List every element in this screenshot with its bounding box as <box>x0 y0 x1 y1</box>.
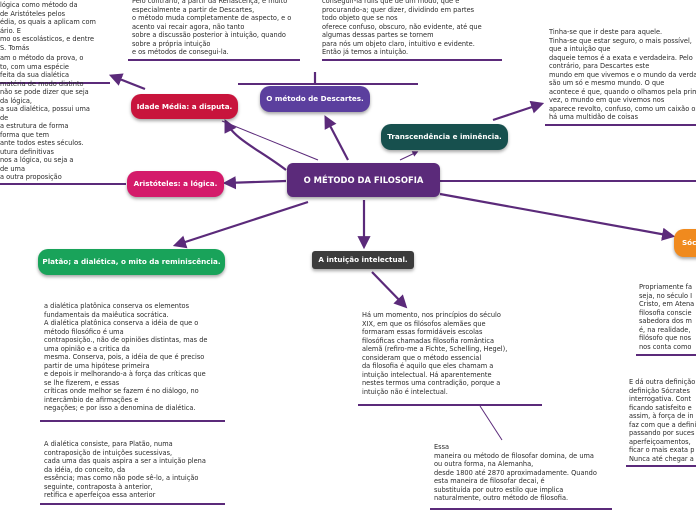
intuicao-text-2: Essa maneira ou método de filosofar domi… <box>434 443 597 502</box>
intuicao-node[interactable]: A intuição intelectual. <box>312 251 414 269</box>
central-topic-title: O MÉTODO DA FILOSOFIA <box>303 175 424 185</box>
edge-idade-text <box>108 73 146 91</box>
edge-central-platao <box>172 200 309 249</box>
descartes-text: Pelo contrário, a partir da Renascença, … <box>132 0 292 56</box>
right-top-text: Tinha-se que ir deste para aquele. Tinha… <box>549 28 696 121</box>
aristoteles-text: am o método da prova, o to, com uma espé… <box>0 54 90 181</box>
socrates-node[interactable]: Sóc <box>674 229 696 257</box>
socrates-text-1: Propriamente fa seja, no século I Cristo… <box>639 283 695 351</box>
socrates-label: Sóc <box>682 238 696 247</box>
edge-transcendencia-right <box>492 100 545 122</box>
platao-node[interactable]: Platão; a dialética, o mito da reminiscê… <box>38 249 225 275</box>
transcendencia-node[interactable]: Transcendência e iminência. <box>381 124 508 150</box>
metodo-descartes-node[interactable]: O método de Descartes. <box>260 86 370 112</box>
edge-central-idade-media <box>224 119 287 171</box>
edge-central-descartes <box>324 115 349 161</box>
idade-media-label: Idade Média: a disputa. <box>136 102 233 111</box>
transcendencia-top-text: conseguir-la rulls que de um modo, que é… <box>322 0 482 56</box>
platao-label: Platão; a dialética, o mito da reminiscê… <box>42 257 221 266</box>
thin-edge-idade-central <box>221 120 319 161</box>
idade-media-text: lógica como método da de Aristóteles pel… <box>0 1 96 52</box>
edge-central-aristoteles <box>222 176 287 190</box>
thin-edge-intuicao-text2 <box>479 405 503 441</box>
idade-media-node[interactable]: Idade Média: a disputa. <box>131 94 238 119</box>
edge-central-socrates <box>439 192 676 241</box>
transcendencia-label: Transcendência e iminência. <box>387 132 502 141</box>
platao-text-1: a dialética platônica conserva os elemen… <box>44 302 208 412</box>
socrates-text-2: E dá outra definição definição Sócrates … <box>629 378 696 463</box>
aristoteles-node[interactable]: Aristóteles: a lógica. <box>127 171 224 197</box>
aristoteles-label: Aristóteles: a lógica. <box>133 179 218 188</box>
edge-central-transcendencia <box>399 151 419 161</box>
platao-text-2: A dialética consiste, para Platão, numa … <box>44 440 206 499</box>
metodo-descartes-label: O método de Descartes. <box>266 94 364 103</box>
intuicao-label: A intuição intelectual. <box>318 255 408 264</box>
edge-intuicao-text <box>371 271 408 309</box>
central-topic-node[interactable]: O MÉTODO DA FILOSOFIA <box>287 163 440 197</box>
intuicao-text-1: Há um momento, nos princípios do século … <box>362 311 508 396</box>
